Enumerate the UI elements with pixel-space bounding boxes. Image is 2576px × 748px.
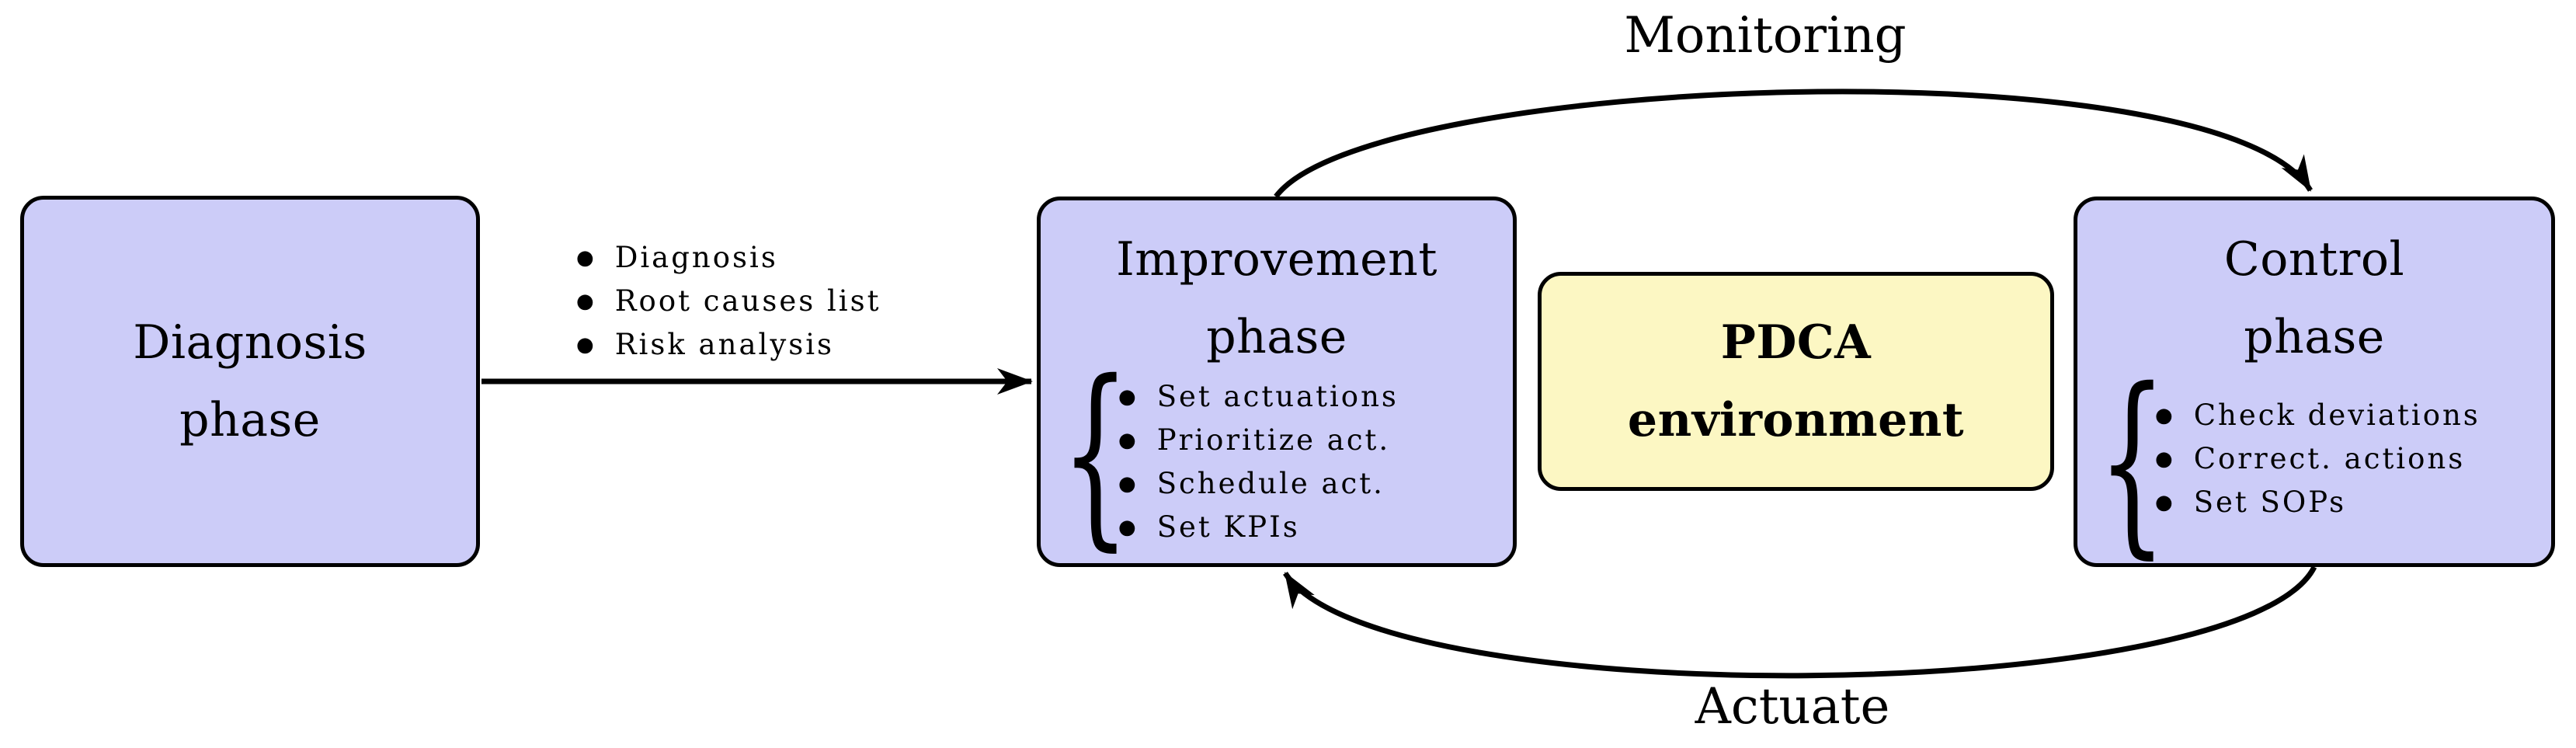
node-title: PDCA environment bbox=[1627, 315, 1965, 447]
node-diagnosis-phase: Diagnosis phase bbox=[20, 196, 480, 567]
list-item-label: Root causes list bbox=[614, 284, 881, 318]
bullet-icon: ● bbox=[1118, 472, 1139, 496]
transfer-list: ● Diagnosis ● Root causes list ● Risk an… bbox=[576, 235, 881, 366]
actuate-curve bbox=[1283, 565, 2317, 679]
list-item: ● Set SOPs bbox=[2155, 480, 2480, 524]
node-control-phase: Control phase { ● Check deviations ● Cor… bbox=[2074, 197, 2555, 575]
bullet-icon: ● bbox=[576, 333, 596, 357]
list-item: ● Root causes list bbox=[576, 279, 881, 322]
list-item: ● Set actuations bbox=[1118, 374, 1399, 418]
bullet-icon: ● bbox=[1118, 429, 1139, 452]
bullet-icon: ● bbox=[2155, 447, 2175, 471]
list-item: ● Correct. actions bbox=[2155, 437, 2480, 480]
list-item: ● Diagnosis bbox=[576, 235, 881, 279]
bullet-icon: ● bbox=[1118, 385, 1139, 409]
list-item-label: Set actuations bbox=[1156, 379, 1399, 413]
bullet-icon: ● bbox=[1118, 516, 1139, 539]
node-title: Control phase bbox=[2223, 232, 2405, 364]
brace-glyph: { bbox=[2098, 348, 2168, 577]
actuate-edge-label: Actuate bbox=[1695, 678, 1890, 736]
list-item-label: Schedule act. bbox=[1156, 466, 1385, 500]
list-item-label: Set KPIs bbox=[1156, 510, 1300, 544]
bullet-icon: ● bbox=[576, 290, 596, 313]
improvement-task-list: ● Set actuations ● Prioritize act. ● Sch… bbox=[1118, 374, 1399, 548]
monitoring-curve bbox=[1274, 89, 2313, 199]
bullet-icon: ● bbox=[2155, 491, 2175, 514]
list-item: ● Risk analysis bbox=[576, 322, 881, 366]
list-item: ● Prioritize act. bbox=[1118, 418, 1399, 461]
list-item: ● Check deviations bbox=[2155, 393, 2480, 437]
list-item-label: Correct. actions bbox=[2193, 441, 2466, 475]
brace-glyph: { bbox=[1061, 340, 1131, 569]
list-item-label: Risk analysis bbox=[614, 327, 835, 361]
node-title: Diagnosis phase bbox=[133, 315, 367, 447]
node-pdca-environment: PDCA environment bbox=[1538, 272, 2054, 491]
list-item: ● Schedule act. bbox=[1118, 461, 1399, 505]
list-item-label: Check deviations bbox=[2193, 398, 2480, 432]
node-title: Improvement phase bbox=[1116, 232, 1437, 364]
list-item-label: Prioritize act. bbox=[1156, 423, 1391, 457]
bullet-icon: ● bbox=[2155, 404, 2175, 427]
list-item-label: Set SOPs bbox=[2193, 485, 2347, 519]
node-improvement-phase: Improvement phase { ● Set actuations ● P… bbox=[1037, 197, 1517, 567]
control-task-list: ● Check deviations ● Correct. actions ● … bbox=[2155, 393, 2480, 524]
list-item: ● Set KPIs bbox=[1118, 505, 1399, 548]
bullet-icon: ● bbox=[576, 246, 596, 270]
monitoring-edge-label: Monitoring bbox=[1624, 7, 1907, 64]
list-item-label: Diagnosis bbox=[614, 240, 778, 274]
